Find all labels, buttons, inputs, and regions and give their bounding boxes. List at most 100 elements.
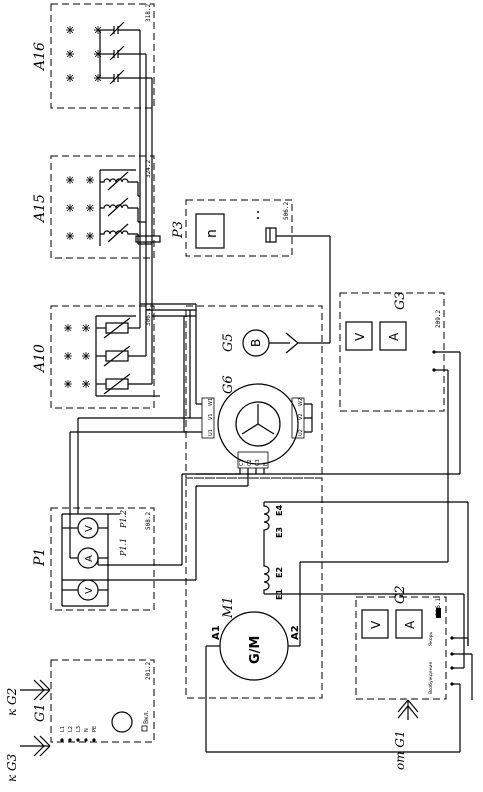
m1-dc-machine: G/M A1 A2 E1 E2 E3 E4 bbox=[205, 488, 469, 753]
m1-field-e3: E3 bbox=[275, 527, 284, 538]
module-g6-title: G6 bbox=[221, 375, 236, 394]
g6-terminal-v1: V1 bbox=[208, 413, 214, 420]
g6-terminal-c2: C2 bbox=[247, 459, 253, 466]
m1-pin-a2: A2 bbox=[290, 625, 301, 640]
g1-phase-pe: PE bbox=[92, 726, 98, 732]
g3-ammeter-symbol: A bbox=[387, 332, 401, 341]
module-g1-code: 201.2 bbox=[145, 662, 152, 680]
g2-supply-panel: V A bbox=[270, 593, 473, 720]
g6-terminal-c1: C1 bbox=[239, 459, 245, 466]
p1-measurement-panel: V A V bbox=[61, 417, 190, 607]
g2-ammeter bbox=[395, 609, 423, 639]
p1-ammeter: A bbox=[77, 547, 99, 569]
g1-power-supply: Вкл. L1 L2 L3 N PE bbox=[20, 679, 150, 757]
g1-switch-label: Вкл. bbox=[143, 710, 150, 724]
module-a15-title: A15 bbox=[32, 194, 48, 224]
a16-indicator-lamps bbox=[66, 26, 102, 82]
g1-output-connector-g3 bbox=[20, 735, 51, 757]
p1-voltmeter-2: V bbox=[77, 579, 99, 601]
g1-phase-n: N bbox=[84, 728, 90, 732]
p3-meter-symbol: n bbox=[204, 229, 220, 238]
p1-voltmeter-1: V bbox=[77, 517, 99, 539]
module-m1-frame bbox=[185, 477, 323, 699]
g1-phase-l1: L1 bbox=[60, 726, 66, 732]
module-g2-caption-excitation: Возбуждение bbox=[428, 662, 434, 694]
g1-output-connector-g2 bbox=[20, 679, 51, 701]
module-a10-frame bbox=[50, 305, 155, 409]
module-a16-title: A16 bbox=[32, 42, 48, 72]
g3-terminals bbox=[432, 350, 436, 372]
module-p3-code: 506.2 bbox=[283, 202, 290, 220]
module-a16-frame bbox=[50, 3, 155, 109]
module-a10-code: 306.1 bbox=[145, 308, 152, 326]
g6-terminal-w2: W2 bbox=[298, 398, 304, 406]
m1-pin-a1: A1 bbox=[211, 625, 222, 640]
connector-label-from-g1: от G1 bbox=[393, 730, 407, 770]
module-p1-frame bbox=[50, 507, 155, 611]
module-a15-code: 324.2 bbox=[145, 160, 152, 178]
g6-outer-circle bbox=[217, 383, 299, 465]
module-g2-frame bbox=[355, 596, 447, 700]
g3-voltmeter bbox=[345, 321, 373, 351]
module-a16-code: 318.2 bbox=[145, 4, 152, 22]
module-g2-caption-armature: Якорь bbox=[428, 632, 434, 646]
g2-terminals bbox=[450, 636, 454, 686]
p1-meter-v2: V bbox=[84, 587, 95, 594]
a10-indicator-lamps bbox=[64, 324, 90, 388]
a10-resistor-bank bbox=[64, 290, 196, 397]
g6-terminal-n: N bbox=[263, 462, 269, 466]
module-p1-sub2: P1.2 bbox=[119, 510, 128, 529]
module-g2-title: G2 bbox=[393, 585, 408, 604]
g1-phase-terminals: L1 L2 L3 N PE bbox=[60, 726, 98, 742]
module-a10-title: A10 bbox=[32, 344, 48, 374]
g6-rotor-circle bbox=[235, 401, 281, 447]
g2-voltmeter bbox=[361, 609, 389, 639]
g6-terminal-w1: W1 bbox=[208, 398, 214, 406]
connector-label-to-g3: к G3 bbox=[5, 753, 19, 782]
g2-indicator bbox=[436, 608, 441, 618]
m1-field-e4: E4 bbox=[275, 505, 284, 516]
m1-field-windings bbox=[263, 502, 270, 594]
p1-meter-v1: V bbox=[84, 525, 95, 532]
g3-voltmeter-symbol: V bbox=[353, 332, 367, 341]
g6-terminal-u1: U1 bbox=[208, 429, 214, 436]
g6-terminal-u2: U2 bbox=[298, 429, 304, 436]
a16-capacitor-bank bbox=[66, 21, 153, 294]
module-p3-frame bbox=[185, 199, 293, 257]
g2-input-connector bbox=[397, 699, 419, 720]
module-g1-title: G1 bbox=[33, 703, 48, 722]
m1-field-e2: E2 bbox=[275, 567, 284, 578]
g6-terminal-v2: V2 bbox=[298, 413, 304, 420]
module-p1-title: P1 bbox=[32, 548, 48, 567]
module-g3-title: G3 bbox=[393, 291, 408, 310]
g1-phase-l2: L2 bbox=[68, 726, 74, 732]
a15-indicator-lamps bbox=[66, 176, 94, 240]
g5-speed-sensor: B bbox=[242, 235, 331, 357]
g1-phase-l3: L3 bbox=[76, 726, 82, 732]
module-g3-frame bbox=[339, 292, 445, 412]
g3-meter-panel: V A bbox=[196, 321, 461, 488]
g5-symbol: B bbox=[249, 339, 263, 347]
a15-inductor-bank bbox=[66, 169, 161, 246]
module-g5-title: G5 bbox=[221, 333, 236, 352]
g6-terminal-c3: C3 bbox=[255, 459, 261, 466]
p3-meter-box bbox=[195, 213, 225, 249]
g1-switch-knob bbox=[111, 711, 133, 733]
module-g2-code: 206.1 bbox=[435, 598, 442, 616]
g2-voltmeter-symbol: V bbox=[369, 620, 383, 629]
m1-symbol: G/M bbox=[248, 636, 263, 664]
connector-label-to-g2: к G2 bbox=[5, 688, 19, 716]
module-a15-frame bbox=[50, 155, 155, 259]
module-g1-frame bbox=[50, 659, 155, 743]
module-m1-title: M1 bbox=[221, 596, 236, 619]
module-p3-title: P3 bbox=[171, 221, 186, 239]
g2-ammeter-symbol: A bbox=[403, 620, 417, 629]
p3-socket bbox=[265, 227, 277, 243]
p1-meter-a: A bbox=[84, 555, 95, 562]
module-g3-code: 209.2 bbox=[435, 310, 442, 328]
module-p1-sub1: P1.1 bbox=[119, 538, 128, 557]
g3-ammeter bbox=[379, 321, 407, 351]
p3-speed-meter: n bbox=[195, 211, 277, 249]
